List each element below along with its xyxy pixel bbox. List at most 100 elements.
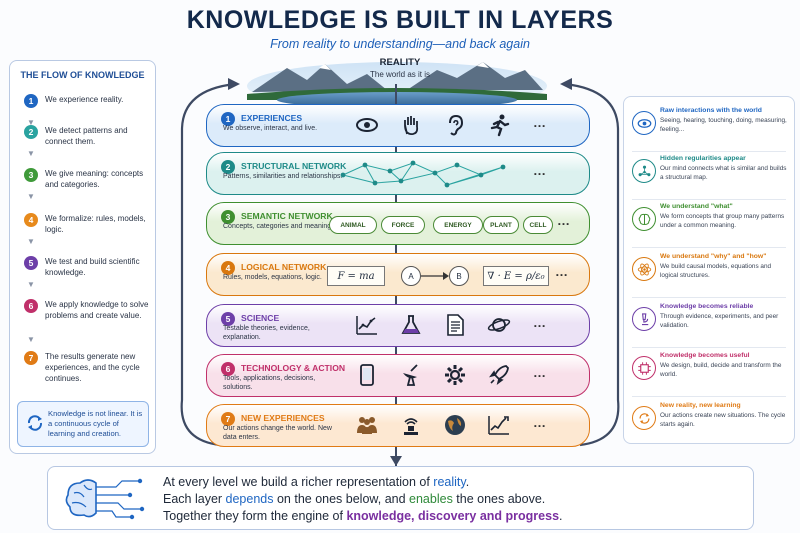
- layer-icon: [487, 363, 511, 392]
- flask-icon: [401, 315, 421, 334]
- reality-subtitle: The world as it is: [369, 70, 431, 79]
- explanation-divider: [632, 247, 786, 248]
- summary-line-1: At every level we build a richer represe…: [163, 475, 470, 489]
- logic-node-b: B: [449, 266, 469, 286]
- explanation-icon-circle: [632, 356, 656, 380]
- layer-icon: [355, 313, 379, 342]
- layer-semantic-network: 3 SEMANTIC NETWORK Concepts, categories an…: [206, 202, 590, 245]
- step-text: We experience reality.: [45, 95, 124, 104]
- growth-chart-icon: [488, 416, 509, 435]
- formula-newton: F = ma: [327, 266, 385, 286]
- layer-icon: [443, 363, 467, 392]
- step-text: We test and build scientific knowledge.: [45, 257, 140, 277]
- concept-pill: ENERGY: [433, 216, 483, 234]
- layer-icon: [355, 363, 379, 392]
- explanation-body: We form concepts that group many pattern…: [660, 213, 785, 229]
- explanation-body: Through evidence, experiments, and peer …: [660, 313, 779, 329]
- formula-gauss: ∇ · E = ρ/ε₀: [483, 266, 549, 286]
- layer-icon: [399, 363, 423, 392]
- explanation-divider: [632, 347, 786, 348]
- cycle-note-box: Knowledge is not linear. It is a continu…: [17, 401, 149, 447]
- more-ellipsis: …: [557, 213, 570, 228]
- layer-icon: [487, 413, 511, 442]
- explanation-divider: [632, 396, 786, 397]
- rocket-icon: [489, 365, 509, 385]
- concept-pill: PLANT: [483, 216, 519, 234]
- layer-number-badge: 2: [221, 160, 235, 174]
- page-title: KNOWLEDGE IS BUILT IN LAYERS: [186, 6, 614, 34]
- layer-number-badge: 5: [221, 312, 235, 326]
- more-ellipsis: …: [533, 163, 546, 178]
- people-icon: [357, 417, 377, 434]
- explanation-heading: Raw interactions with the world: [660, 107, 762, 114]
- layer-title: NEW EXPERIENCES: [241, 413, 325, 423]
- explanation-body: Our actions create new situations. The c…: [660, 412, 786, 428]
- layer-number-badge: 3: [221, 210, 235, 224]
- hand-icon: [404, 116, 419, 135]
- reality-title: REALITY: [379, 57, 421, 68]
- explanation-icon-circle: [632, 207, 656, 231]
- summary-banner: At every level we build a richer represe…: [47, 466, 754, 530]
- brain-icon: [638, 213, 650, 225]
- explanation-heading: We understand "why" and "how": [660, 253, 767, 260]
- step-text: We formalize: rules, models, logic.: [45, 214, 146, 234]
- phone-icon: [360, 364, 374, 386]
- cycle-icon: [27, 415, 43, 431]
- more-ellipsis: …: [533, 115, 546, 130]
- eye-icon: [637, 118, 651, 128]
- layer-description: Patterns, similarities and relationships…: [223, 173, 343, 180]
- brain-circuit-icon: [65, 478, 145, 520]
- layer-icon: [487, 113, 511, 142]
- layer-icon: [487, 313, 511, 342]
- explanation-body: Seeing, hearing, touching, doing, measur…: [660, 117, 787, 133]
- layer-title: SCIENCE: [241, 313, 280, 323]
- document-icon: [447, 314, 464, 336]
- layer-description: Testable theories, evidence, explanation…: [223, 325, 310, 341]
- flow-down-arrow: ▼: [27, 149, 35, 158]
- eye-icon: [356, 118, 378, 132]
- layer-icon: [355, 113, 379, 142]
- explanation-heading: Knowledge becomes reliable: [660, 303, 754, 310]
- explanation-heading: We understand "what": [660, 203, 733, 210]
- explanation-heading: New reality, new learning: [660, 402, 741, 409]
- concept-pill: FORCE: [381, 216, 425, 234]
- more-ellipsis: …: [555, 264, 568, 279]
- step-text: We apply knowledge to solve problems and…: [45, 300, 149, 320]
- concept-pill: ANIMAL: [329, 216, 377, 234]
- globe-icon: [445, 415, 465, 435]
- layer-description: Concepts, categories and meanings.: [223, 223, 337, 230]
- layer-icon: [399, 113, 423, 142]
- chip-icon: [637, 361, 651, 375]
- explanation-body: We design, build, decide and transform t…: [660, 362, 782, 378]
- layer-number-badge: 7: [221, 412, 235, 426]
- layer-number-badge: 6: [221, 362, 235, 376]
- step-text: We detect patterns and connect them.: [45, 126, 128, 146]
- device-icon: [404, 418, 418, 435]
- step-text: The results generate new experiences, an…: [45, 352, 140, 383]
- layer-description: Tools, applications, decisions, solution…: [223, 375, 316, 391]
- flow-down-arrow: ▼: [27, 280, 35, 289]
- chart-icon: [356, 316, 377, 335]
- explanation-icon-circle: [632, 257, 656, 281]
- logic-node-a: A: [401, 266, 421, 286]
- summary-line-2: Each layer depends on the ones below, an…: [163, 492, 546, 506]
- cycle-note-text: Knowledge is not linear. It is a continu…: [48, 409, 143, 438]
- logic-arrow: [421, 272, 449, 280]
- layer-description: We observe, interact, and live.: [223, 125, 318, 132]
- satellite-dish-icon: [403, 364, 418, 386]
- explanation-body: Our mind connects what is similar and bu…: [660, 165, 787, 181]
- more-ellipsis: …: [533, 365, 546, 380]
- step-number-badge: 5: [24, 256, 38, 270]
- explanation-heading: Knowledge becomes useful: [660, 352, 750, 359]
- flow-panel-title: THE FLOW OF KNOWLEDGE: [20, 70, 145, 80]
- layer-title: SEMANTIC NETWORK: [241, 211, 333, 221]
